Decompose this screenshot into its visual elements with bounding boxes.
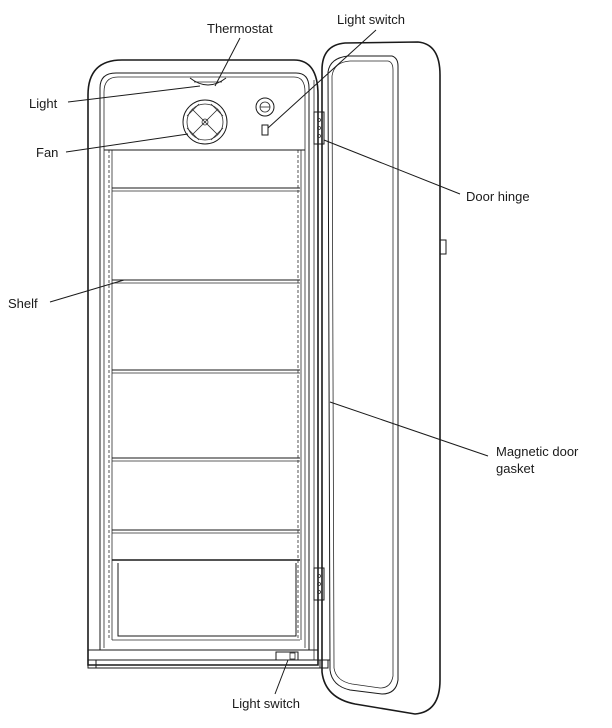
door-hinges [313, 111, 325, 601]
shelf-rails [108, 150, 302, 640]
label-magnetic-door-gasket-line2: gasket [496, 461, 535, 476]
bottom-light-switch-icon [275, 651, 299, 661]
label-thermostat: Thermostat [207, 21, 273, 36]
top-compartment [104, 77, 305, 151]
thermostat-knob-icon [255, 97, 275, 117]
shelves [112, 187, 300, 641]
label-fan: Fan [36, 145, 59, 160]
label-light-switch-bottom: Light switch [232, 696, 300, 711]
top-hinge-icon [313, 111, 325, 145]
label-magnetic-door-gasket-line1: Magnetic door [496, 444, 579, 459]
door-handle-icon [439, 239, 447, 255]
fan-icon [182, 99, 228, 145]
leader-lines [49, 29, 489, 695]
label-door-hinge: Door hinge [466, 189, 530, 204]
label-light: Light [29, 96, 58, 111]
label-shelf: Shelf [8, 296, 38, 311]
door [321, 41, 447, 715]
cabinet [87, 59, 330, 669]
bottom-hinge-icon [313, 567, 325, 601]
top-light-switch-icon [261, 124, 269, 136]
label-light-switch-top: Light switch [337, 12, 405, 27]
